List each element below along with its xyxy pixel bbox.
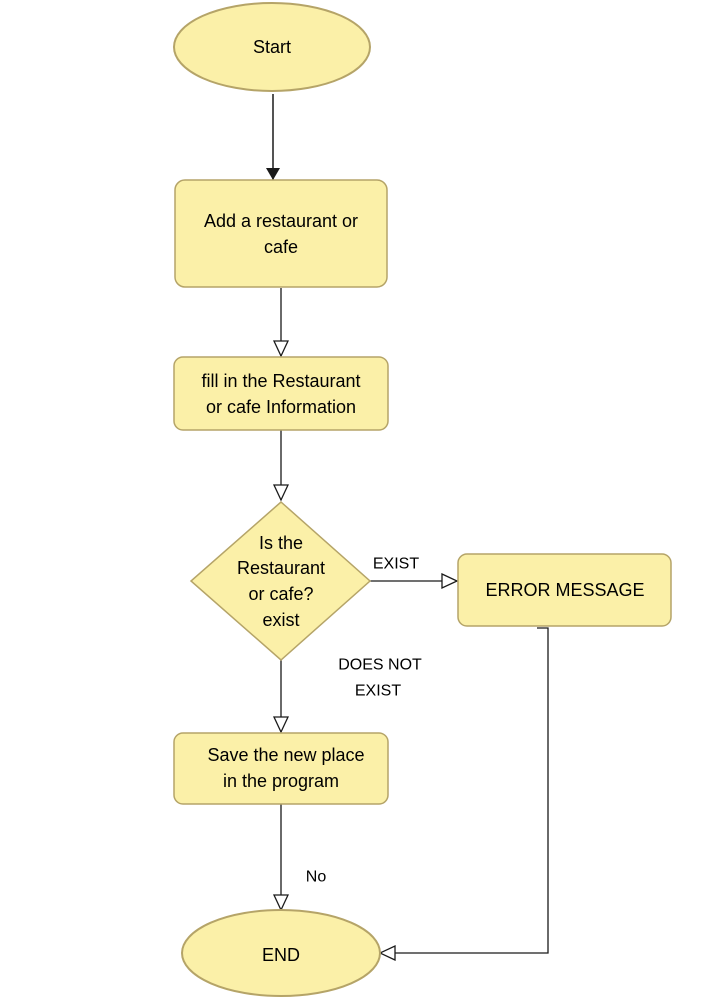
- error-message-label: ERROR MESSAGE: [485, 580, 644, 600]
- decision-label-line-4: exist: [262, 610, 299, 630]
- add-restaurant-node: [174, 179, 388, 288]
- exist-decision-node: [189, 500, 372, 662]
- save-place-node: [173, 732, 389, 805]
- edge-label-does-not-exist-line-1: DOES NOT: [338, 657, 422, 674]
- save-place-label: Save the new place in the program: [207, 745, 364, 791]
- exist-decision-label: Is the Restaurant or cafe? exist: [237, 533, 325, 630]
- end-terminator-shape: [181, 909, 381, 997]
- fill-info-process-shape: [173, 356, 389, 431]
- fill-info-node: [173, 356, 389, 431]
- start-node: [173, 2, 371, 92]
- end-node: [181, 909, 381, 997]
- save-place-label-line-2: in the program: [223, 771, 339, 791]
- add-restaurant-label: Add a restaurant or cafe: [204, 211, 358, 257]
- exist-decision-diamond-shape: [189, 500, 372, 662]
- start-terminator-shape: [173, 2, 371, 92]
- decision-label-line-1: Is the: [259, 533, 303, 553]
- edge-error-to-end: [380, 627, 549, 953]
- add-restaurant-label-line-1: Add a restaurant or: [204, 211, 358, 231]
- fill-info-label-line-2: or cafe Information: [206, 397, 356, 417]
- fill-info-label: fill in the Restaurant or cafe Informati…: [201, 371, 360, 417]
- add-restaurant-label-line-2: cafe: [264, 237, 298, 257]
- decision-label-line-2: Restaurant: [237, 558, 325, 578]
- save-place-process-shape: [173, 732, 389, 805]
- decision-label-line-3: or cafe?: [248, 584, 313, 604]
- edge-label-does-not-exist-line-2: EXIST: [355, 683, 401, 700]
- edge-label-does-not-exist: DOES NOT EXIST: [338, 657, 422, 700]
- save-place-label-line-1: Save the new place: [207, 745, 364, 765]
- end-label: END: [262, 945, 300, 965]
- error-message-node: [457, 553, 672, 627]
- add-restaurant-process-shape: [174, 179, 388, 288]
- edge-label-exist: EXIST: [373, 556, 419, 573]
- fill-info-label-line-1: fill in the Restaurant: [201, 371, 360, 391]
- error-message-label-line: ERROR MESSAGE: [485, 580, 644, 600]
- error-message-process-shape: [457, 553, 672, 627]
- edge-label-no: No: [306, 869, 327, 886]
- start-label: Start: [253, 37, 291, 57]
- end-label-line: END: [262, 945, 300, 965]
- start-label-line: Start: [253, 37, 291, 57]
